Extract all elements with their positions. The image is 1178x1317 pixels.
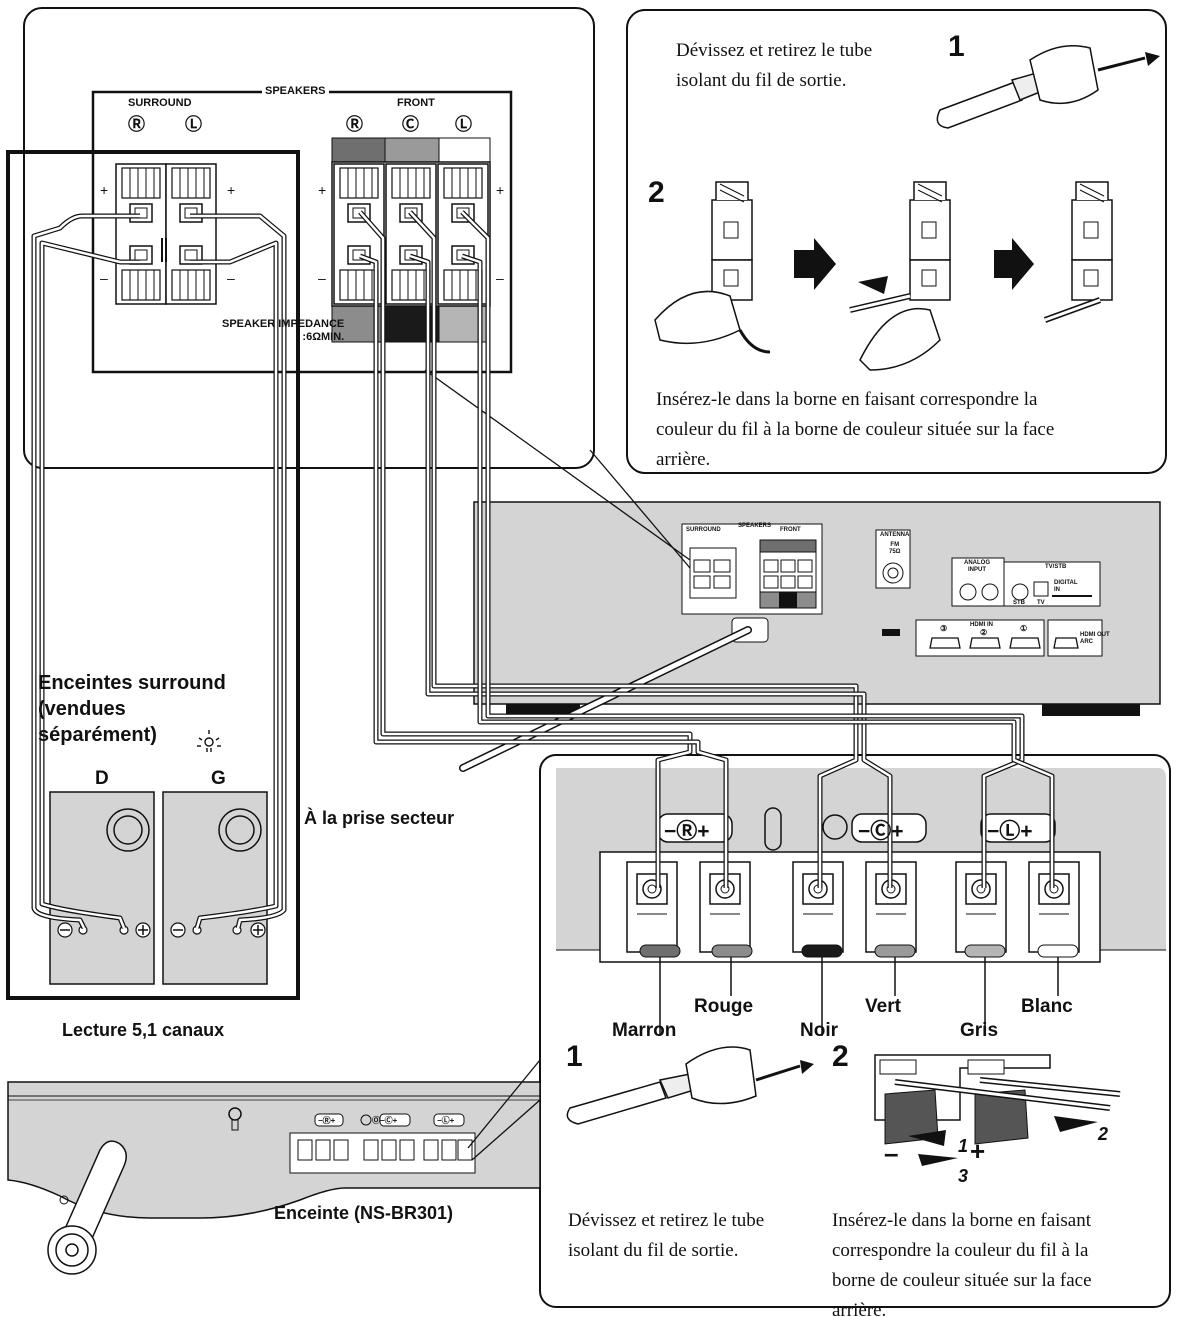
surround-l-glyph: Ⓛ <box>185 115 202 134</box>
clip-plus: + <box>970 1136 986 1166</box>
rx-tv: TV <box>1037 600 1045 606</box>
bar-terminal-l-label: −Ⓛ+ <box>987 820 1033 843</box>
surround-minus-left: – <box>100 270 108 286</box>
front-plus-right: + <box>496 182 505 198</box>
bottom-step1-text: Dévissez et retirez le tube isolant du f… <box>568 1210 765 1261</box>
speaker-bar-c: Ⓞ−Ⓒ+ <box>372 1116 398 1125</box>
rx-hdmi-out: HDMI OUT ARC <box>1080 632 1110 645</box>
clip-arrow-1: 1 <box>958 1136 969 1156</box>
speaker-bar-l: −Ⓛ+ <box>437 1116 455 1125</box>
install-step2-text: Insérez-le dans la borne en faisant corr… <box>656 389 1055 470</box>
install-step1-text: Dévissez et retirez le tube isolant du f… <box>676 40 873 91</box>
rx-hdmi-in: HDMI IN <box>970 622 993 628</box>
surround-speakers-label: Enceintes surround (vendues séparément) <box>38 672 226 746</box>
rx-front: FRONT <box>780 527 801 533</box>
rx-in1: ① <box>1020 624 1028 633</box>
front-header: FRONT <box>397 97 435 109</box>
rx-antenna: ANTENNA <box>880 532 910 538</box>
front-c-glyph: Ⓒ <box>402 115 419 134</box>
rx-fm: FM 75Ω <box>889 542 901 555</box>
rx-surround: SURROUND <box>686 527 721 533</box>
bar-terminal-c-label: −Ⓒ+ <box>858 820 904 843</box>
rx-tv-stb: TV/STB <box>1045 564 1067 570</box>
rx-analog-input: ANALOG INPUT <box>964 560 990 573</box>
install-step2-number: 2 <box>648 176 665 209</box>
surround-plus-left: + <box>100 182 109 198</box>
speaker-left-letter: G <box>211 768 226 789</box>
rx-in3: ③ <box>940 624 948 633</box>
rx-stb: STB <box>1013 600 1025 606</box>
playback-label: Lecture 5,1 canaux <box>62 1020 225 1040</box>
wire-label-rouge: Rouge <box>694 996 754 1017</box>
rx-digital-in: DIGITAL IN <box>1054 580 1078 593</box>
bar-terminal-r-label: −Ⓡ+ <box>664 820 710 843</box>
front-l-glyph: Ⓛ <box>455 115 472 134</box>
speaker-bar-label: Enceinte (NS-BR301) <box>274 1203 454 1223</box>
impedance-label: SPEAKER IMPEDANCE :6ΩMIN. <box>222 318 345 343</box>
wire-label-gris: Gris <box>960 1020 999 1041</box>
front-plus-left: + <box>318 182 327 198</box>
speaker-bar-r: −Ⓡ+ <box>318 1116 336 1125</box>
clip-arrow-2: 2 <box>1098 1124 1109 1144</box>
bottom-step2-number: 2 <box>832 1040 849 1073</box>
speaker-right-letter: D <box>95 768 109 789</box>
surround-minus-right: – <box>227 270 235 286</box>
front-r-glyph: Ⓡ <box>346 115 363 134</box>
rx-speakers: SPEAKERS <box>738 523 772 529</box>
bottom-step1-number: 1 <box>566 1040 583 1073</box>
outlet-label: À la prise secteur <box>304 808 455 828</box>
bottom-step2-text: Insérez-le dans la borne en faisant corr… <box>832 1210 1092 1317</box>
wire-label-noir: Noir <box>800 1020 838 1041</box>
wire-label-vert: Vert <box>865 996 901 1017</box>
wire-label-marron: Marron <box>612 1020 677 1041</box>
front-minus-left: – <box>318 270 326 286</box>
rx-in2: ② <box>980 628 988 637</box>
surround-header: SURROUND <box>128 97 192 109</box>
surround-plus-right: + <box>227 182 236 198</box>
install-step1-number: 1 <box>948 30 965 63</box>
speakers-header: SPEAKERS <box>262 85 329 97</box>
wire-label-blanc: Blanc <box>1021 996 1073 1017</box>
clip-arrow-3: 3 <box>958 1166 969 1186</box>
surround-r-glyph: Ⓡ <box>128 115 145 134</box>
front-minus-right: – <box>496 270 504 286</box>
clip-minus: – <box>884 1138 899 1168</box>
